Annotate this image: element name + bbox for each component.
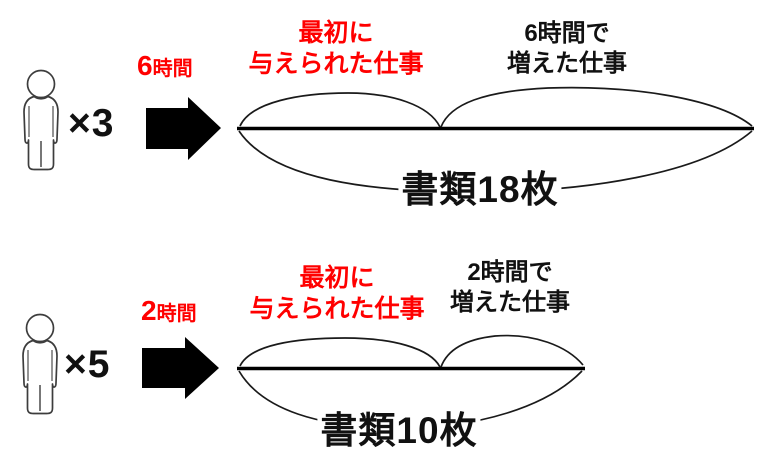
brace-initial-icon [239,92,441,128]
initial-work-line1: 最初に [299,264,375,292]
brace-increased-icon [440,334,584,368]
increased-work-label: 2時間で 増えた仕事 [450,258,570,318]
time-value: 6 [137,50,153,81]
arrow-right-icon [142,337,219,399]
total-documents-label: 書類18枚 [398,169,562,212]
initial-work-label: 最初に 与えられた仕事 [249,263,424,325]
initial-work-line2: 与えられた仕事 [248,50,424,78]
initial-work-line2: 与えられた仕事 [249,295,425,323]
time-unit: 時間 [152,58,193,80]
total-documents-label: 書類10枚 [317,410,481,453]
person-icon [22,313,58,415]
increased-work-line2: 増えた仕事 [450,289,570,316]
brace-initial-icon [239,337,441,368]
increased-work-line2: 増えた仕事 [507,50,627,77]
worker-multiplier: ×5 [64,343,111,386]
time-value: 2 [141,295,157,326]
time-unit: 時間 [156,303,197,325]
brace-increased-icon [440,86,753,128]
increased-work-label: 6時間で 増えた仕事 [507,19,627,79]
increased-work-line1: 6時間で [524,20,610,47]
arrow-right-icon [146,97,221,160]
initial-work-line1: 最初に [298,19,374,47]
increased-work-line1: 2時間で [467,259,553,286]
worker-multiplier: ×3 [68,102,115,145]
person-icon [23,69,59,171]
initial-work-label: 最初に 与えられた仕事 [248,18,423,80]
